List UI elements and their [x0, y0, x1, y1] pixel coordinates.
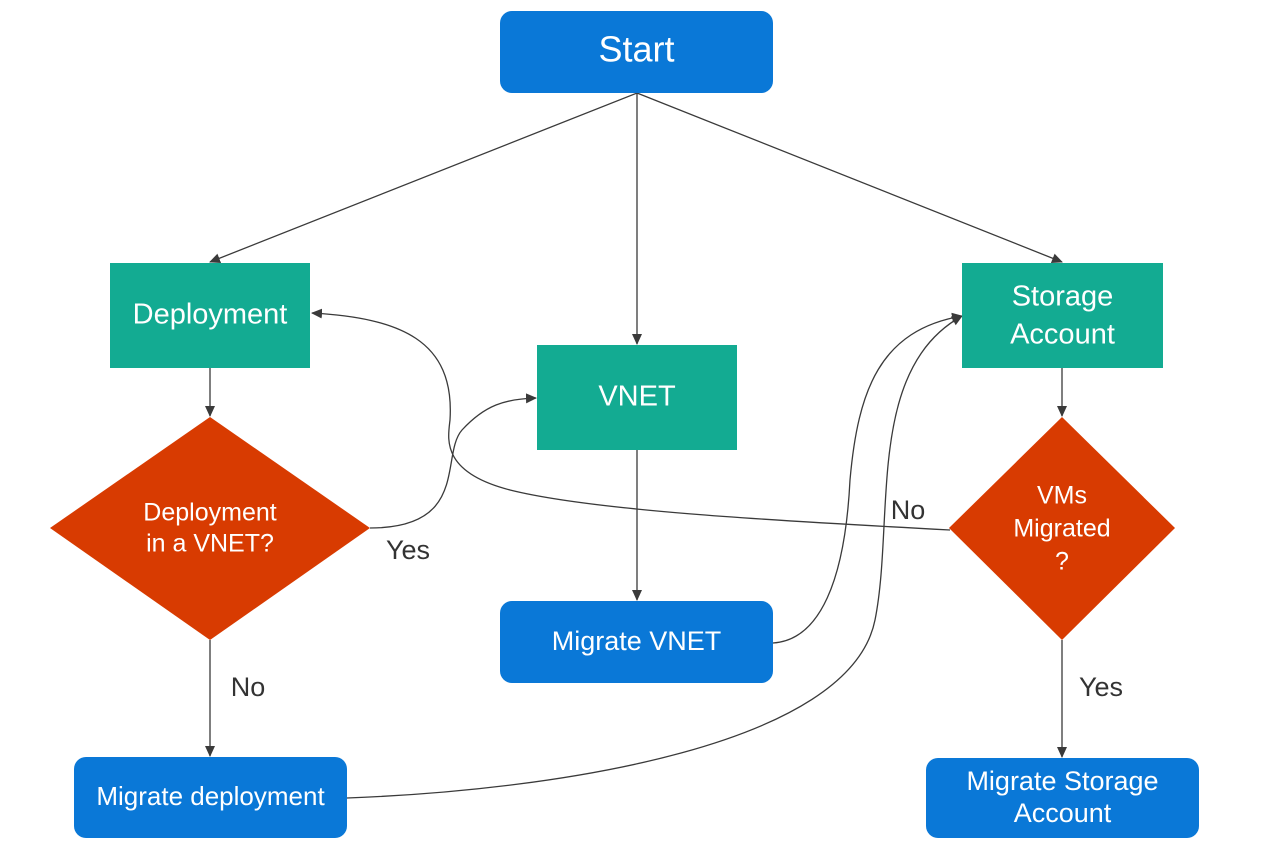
edge-migrate-vnet-to-storage: [772, 312, 963, 644]
migrate-vnet-label: Migrate VNET: [552, 626, 722, 656]
start-label: Start: [598, 29, 674, 70]
migrate-deployment-label: Migrate deployment: [96, 781, 325, 811]
decision-deployment-label-line-2: in a VNET?: [146, 530, 274, 558]
migrate-vnet-node[interactable]: Migrate VNET: [500, 601, 773, 683]
edge-label-no-right: No: [891, 495, 926, 525]
storage-account-node[interactable]: Storage Account: [962, 263, 1163, 368]
vnet-node[interactable]: VNET: [537, 345, 737, 450]
edge-start-to-storage-account: [636, 92, 1063, 263]
edge-label-no-left: No: [231, 672, 266, 702]
decision-vms-label-line-1: VMs: [1037, 482, 1087, 510]
start-node[interactable]: Start: [500, 11, 773, 93]
connectors: [205, 92, 1067, 799]
vnet-label: VNET: [598, 381, 676, 413]
deployment-node[interactable]: Deployment: [110, 263, 310, 368]
migrate-storage-label-line-2: Account: [1014, 798, 1112, 828]
decision-deployment-label-line-1: Deployment: [143, 499, 276, 527]
decision-vms-label-line-3: ?: [1055, 548, 1069, 576]
edge-decision-yes-to-vnet: [369, 393, 537, 529]
deployment-label: Deployment: [133, 299, 288, 331]
migrate-deployment-node[interactable]: Migrate deployment: [74, 757, 347, 838]
decision-deployment-in-vnet[interactable]: Deployment in a VNET?: [50, 417, 370, 640]
decision-vms-migrated[interactable]: VMs Migrated ?: [949, 417, 1175, 640]
storage-account-label-line-2: Account: [1010, 319, 1115, 351]
edge-vms-no-to-deployment: [311, 308, 951, 531]
migrate-storage-label-line-1: Migrate Storage: [966, 766, 1158, 796]
edge-migrate-deployment-to-storage: [346, 315, 963, 799]
migrate-storage-account-node[interactable]: Migrate Storage Account: [926, 758, 1199, 838]
edge-start-to-deployment: [209, 92, 638, 263]
edge-label-yes-right: Yes: [1079, 672, 1123, 702]
edge-label-yes-left: Yes: [386, 535, 430, 565]
storage-account-label-line-1: Storage: [1012, 281, 1114, 313]
decision-vms-label-line-2: Migrated: [1013, 515, 1110, 543]
